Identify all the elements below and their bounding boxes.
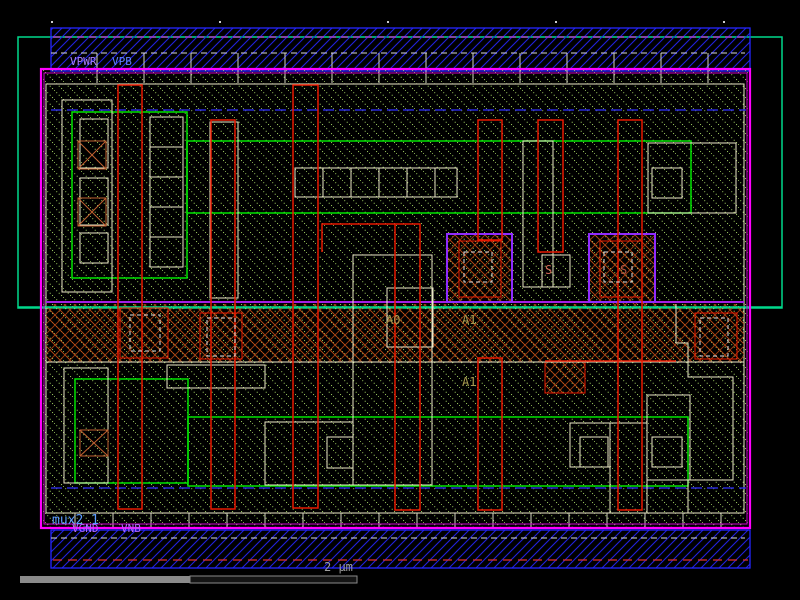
li-shape [541,254,571,288]
label-a0: A0 [386,313,400,327]
ruler-dot [51,21,53,23]
tap-contact [129,314,161,352]
ruler-dot [387,21,389,23]
ndiff-right [187,416,689,487]
li-shape [63,367,109,484]
tap-outline [199,312,243,360]
contact-x-mark [79,429,109,457]
label-vpwr: VPWR [70,55,97,68]
tap-pocket [544,361,586,394]
poly-gate [394,223,421,511]
tap-notch-right-outline [588,233,656,303]
label-vpb: VPB [112,55,132,68]
poly-gate [617,119,643,511]
label-vnb: VNB [121,522,141,535]
li-shape [79,177,109,226]
contact-x [77,197,107,227]
tap-outline [694,312,738,360]
li-contact [651,436,683,468]
scalebar-label: 2 µm [324,560,353,574]
tap-outline [119,307,169,359]
ruler-dot [723,21,725,23]
ruler-dots [51,21,725,23]
poly-gate [117,84,143,510]
tap-contact [699,317,729,357]
label-a1-2: A1 [462,375,476,389]
tap-outline [458,240,502,298]
li-shape [647,142,737,214]
rail-tiles-bottom [74,513,722,528]
poly-gate [210,119,236,510]
poly-gate [477,357,503,511]
cell-boundary-inner [43,72,748,525]
metal1-rail-top [50,27,751,72]
li-boundary [45,83,745,514]
poly-gate [292,84,319,509]
label-s-2: S [620,263,627,277]
contact-x-mark [77,140,107,170]
li-shape [646,394,691,481]
contact-x [77,140,107,170]
li-shape [61,99,113,293]
li-contact [579,436,609,468]
via-strip [294,167,458,198]
metal1-rail-bottom [50,529,751,569]
poly-gate [477,119,503,241]
li-contact [651,167,683,199]
pdiff-right [186,140,692,214]
tap-outline [599,240,643,298]
scalebar-outline [189,575,358,584]
poly-gate [537,119,564,253]
tap-contact [206,317,236,357]
ruler-dot [219,21,221,23]
ruler-dot [555,21,557,23]
li-shape [79,232,109,264]
scalebar-filled [20,576,190,583]
contact-x-mark [79,429,109,457]
label-cell-name: mux2_1 [52,513,99,528]
li-shape [166,364,266,389]
contact-x-mark [77,197,107,227]
contact-x-mark [77,140,107,170]
label-a1: A1 [462,313,476,327]
label-s: S [545,263,552,277]
li-shape [386,287,434,348]
li-column [149,116,184,268]
tap-notch-left [447,234,512,304]
tap-notch-left-outline [446,233,513,303]
li-step-shape [675,304,734,513]
tap-contact [463,251,493,283]
tap-contact [603,251,633,283]
contact-x-mark [77,197,107,227]
li-shape [352,254,433,486]
poly-connector [321,223,395,252]
li-shape [209,121,239,299]
contact-x [79,429,109,457]
cell-boundary [39,67,752,530]
label-vgnd: VGND [72,522,99,535]
